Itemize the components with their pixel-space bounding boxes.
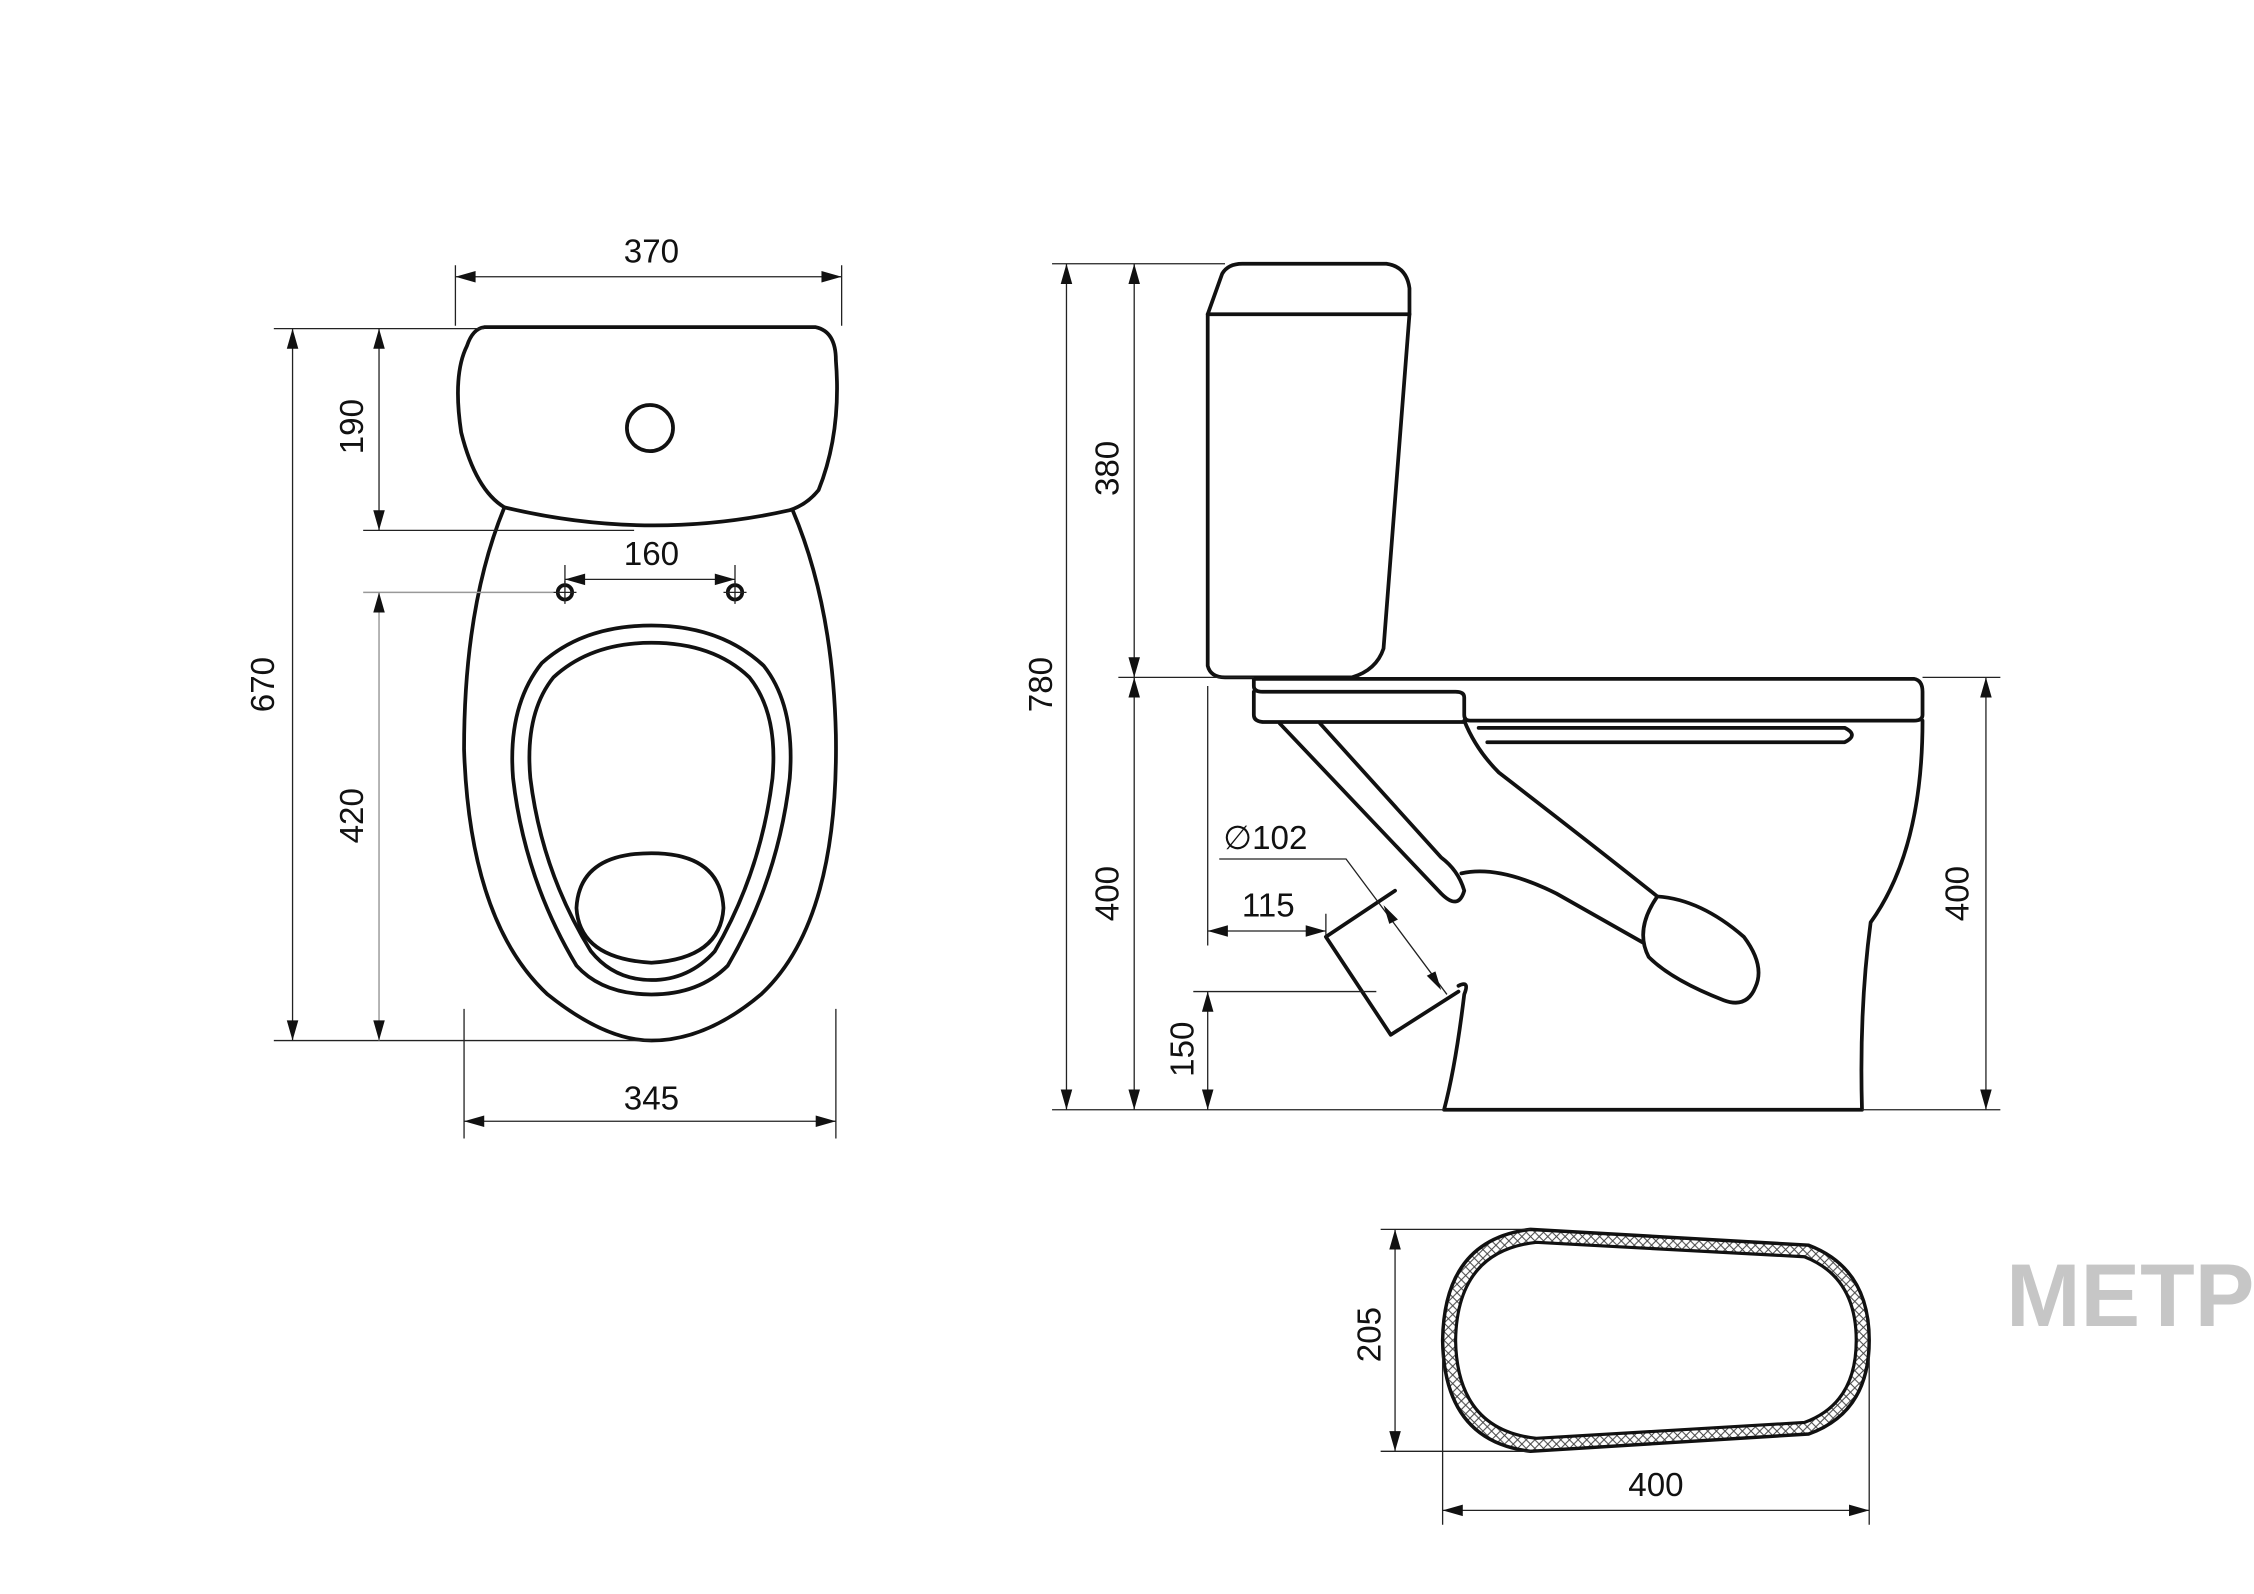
dim-side-seat-height-left: 400 <box>1089 866 1126 921</box>
dim-side-tank-height: 380 <box>1089 441 1126 496</box>
flush-button <box>625 403 675 453</box>
bowl-rim <box>510 623 793 997</box>
base-view: 205 400 <box>1352 1227 1871 1525</box>
dim-front-bolt-spacing: 160 <box>624 536 679 573</box>
dim-side-seat-height-right: 400 <box>1940 866 1977 921</box>
brand-logo: METP <box>2006 1245 2254 1345</box>
dim-side-outlet-height: 150 <box>1164 1022 1201 1077</box>
seat-hinge-bar <box>1476 725 1854 745</box>
trapway <box>1459 869 1761 1005</box>
tank-lid <box>1205 261 1412 317</box>
seat <box>1251 676 1925 724</box>
bolt-hole-right <box>723 580 747 604</box>
dim-base-depth: 205 <box>1352 1307 1389 1362</box>
dim-front-bowl-length: 420 <box>334 788 371 843</box>
bolt-hole-left <box>553 580 577 604</box>
dim-side-total-height: 780 <box>1023 657 1060 712</box>
tank-body <box>1205 312 1412 680</box>
bowl-inner <box>527 640 776 982</box>
dim-front-tank-depth: 190 <box>334 399 371 454</box>
dim-front-total-height: 670 <box>245 657 282 712</box>
side-view: 780 380 400 400 150 115 ∅102 <box>1023 261 2001 1112</box>
dim-side-outlet-offset: 115 <box>1242 888 1295 925</box>
bowl-outline <box>462 505 838 1043</box>
dim-front-bowl-width: 345 <box>624 1081 679 1118</box>
drain-hole <box>574 851 726 965</box>
dim-front-width-top: 370 <box>624 233 679 270</box>
outlet-pipe <box>1324 888 1461 1037</box>
base-footprint-inner <box>1454 1240 1858 1440</box>
bowl-body <box>1442 718 1925 1112</box>
tank-outline <box>456 325 839 528</box>
front-view: 370 670 190 420 160 345 <box>245 233 843 1139</box>
trap-channel <box>1277 721 1467 904</box>
dim-base-length: 400 <box>1628 1467 1683 1504</box>
dim-side-outlet-diameter: ∅102 <box>1223 820 1307 857</box>
